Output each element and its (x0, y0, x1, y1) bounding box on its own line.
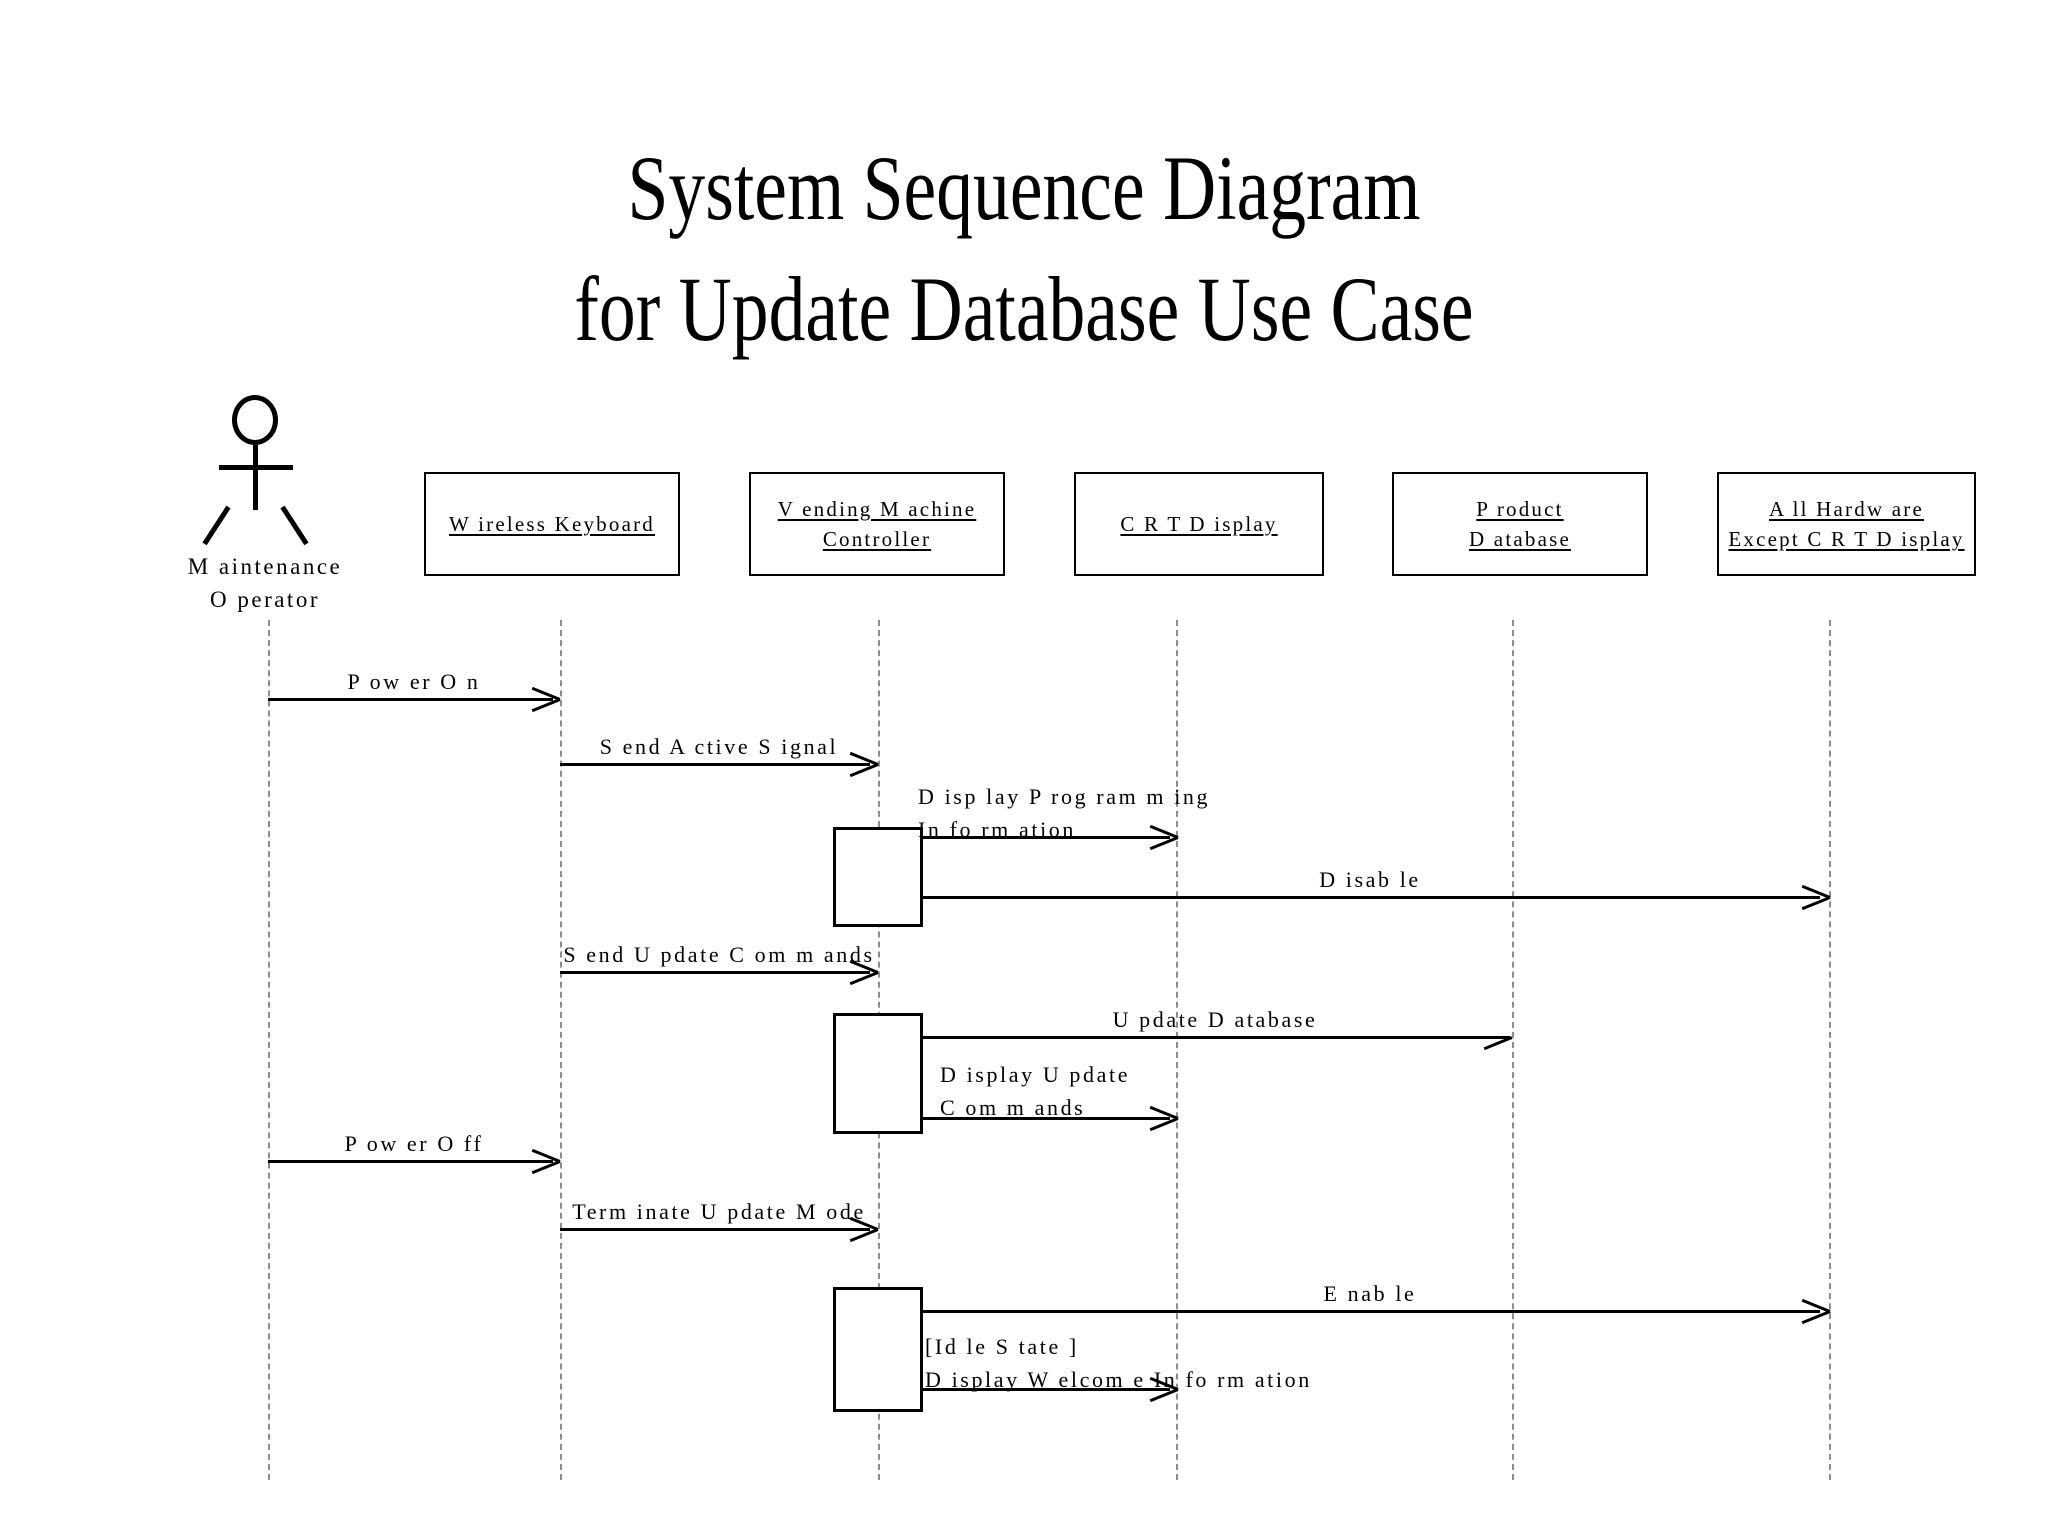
lifeline-box-crt-display[interactable]: C R T D isplay (1074, 472, 1324, 576)
lifeline-hardware-name-line-2: Except C R T D isplay (1728, 527, 1965, 551)
message-label-power-off: P ow er O ff (344, 1131, 484, 1156)
message-line-display-welcome (920, 1388, 1170, 1391)
actor-label-line-1: M aintenance (187, 554, 343, 579)
message-label-disable: D isab le (1319, 867, 1421, 892)
actor-leg-right-icon (280, 505, 309, 546)
lifeline-controller-name-line-2: Controller (822, 527, 932, 551)
actor-arms-icon (219, 465, 293, 470)
message-line-display-update-commands (920, 1117, 1170, 1120)
lifeline-database (1512, 620, 1514, 1480)
lifeline-box-controller-label: V ending M achine Controller (778, 494, 977, 555)
lifeline-box-product-database-label: P roduct D atabase (1469, 494, 1571, 555)
message-label-terminate-update-mode: Term inate U pdate M ode (572, 1199, 866, 1224)
actor-label: M aintenance O perator (100, 550, 430, 617)
lifeline-box-all-hardware-label: A ll Hardw are Except C R T D isplay (1728, 494, 1964, 555)
lifeline-box-crt-display-label: C R T D isplay (1120, 509, 1277, 539)
lifeline-crt (1176, 620, 1178, 1480)
actor-icon (202, 395, 326, 546)
actor-leg-left-icon (202, 505, 231, 546)
page-title: System Sequence Diagram for Update Datab… (205, 128, 1843, 371)
actor-head-icon (232, 395, 278, 445)
message-label-enable: E nab le (1323, 1281, 1417, 1306)
lifeline-database-name-line-1: P roduct (1476, 496, 1564, 521)
lifeline-box-keyboard[interactable]: W ireless Keyboard (424, 472, 680, 576)
lifeline-actor (268, 620, 270, 1480)
arrowhead-display-update-commands (1148, 1103, 1178, 1133)
message-line-send-active-signal (560, 763, 870, 766)
message-label-update-database: U pdate D atabase (1112, 1007, 1318, 1032)
activation-bar-controller-1 (833, 827, 923, 927)
lifeline-hardware-name-line-1: A ll Hardw are (1768, 496, 1924, 521)
lifeline-crt-name-line-1: C R T D isplay (1120, 511, 1278, 536)
message-line-send-update-commands (560, 971, 870, 974)
message-line-power-on (268, 698, 553, 701)
lifeline-box-controller[interactable]: V ending M achine Controller (749, 472, 1005, 576)
actor-label-line-2: O perator (210, 587, 320, 613)
message-line-terminate-update-mode (560, 1228, 870, 1231)
message-line-disable (920, 896, 1820, 899)
lifeline-keyboard (560, 620, 562, 1480)
lifeline-box-product-database[interactable]: P roduct D atabase (1392, 472, 1648, 576)
message-label-send-update-commands: S end U pdate C om m ands (563, 942, 875, 967)
message-line-update-database (920, 1036, 1510, 1039)
lifeline-box-all-hardware[interactable]: A ll Hardw are Except C R T D isplay (1717, 472, 1976, 576)
lifeline-database-name-line-2: D atabase (1468, 527, 1571, 551)
activation-bar-controller-2 (833, 1013, 923, 1134)
message-line-display-programming (920, 836, 1170, 839)
lifeline-box-keyboard-label: W ireless Keyboard (449, 509, 655, 539)
title-line-1: System Sequence Diagram (627, 137, 1421, 239)
message-line-power-off (268, 1160, 553, 1163)
message-label-display-update-commands: D isplay U pdate C om m ands (940, 1062, 1131, 1120)
title-line-2: for Update Database Use Case (574, 258, 1474, 361)
lifeline-keyboard-name-line-1: W ireless Keyboard (449, 511, 655, 536)
message-label-send-active-signal: S end A ctive S ignal (599, 734, 839, 759)
message-label-display-programming: D isp lay P rog ram m ing In fo rm ation (918, 784, 1211, 842)
lifeline-hardware (1829, 620, 1831, 1480)
lifeline-controller-name-line-1: V ending M achine (777, 496, 977, 521)
message-label-display-welcome: [Id le S tate ] D isplay W elcom e In fo… (925, 1334, 1312, 1392)
message-label-power-on: P ow er O n (347, 669, 481, 694)
activation-bar-controller-3 (833, 1287, 923, 1412)
message-line-enable (920, 1310, 1820, 1313)
actor-body-icon (253, 445, 258, 510)
